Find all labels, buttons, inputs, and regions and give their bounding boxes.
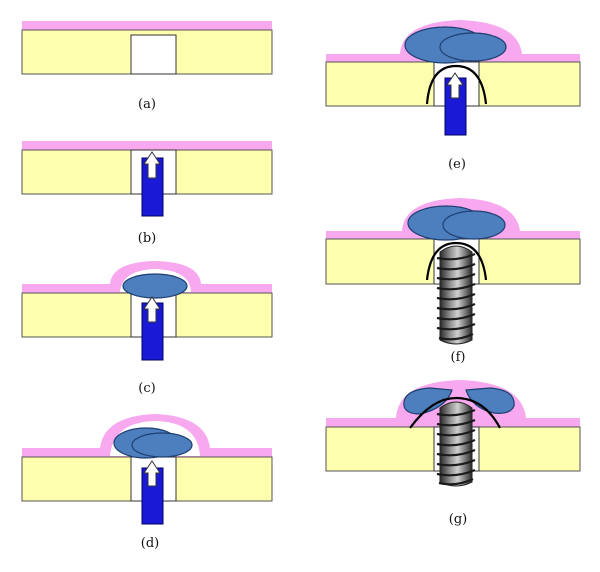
panel-label-c: (c) [138, 381, 155, 396]
panel-d: (d) [21, 414, 273, 551]
dental-implant [436, 245, 476, 345]
osteotome-arrow [446, 72, 464, 99]
membrane-layer [22, 141, 272, 151]
panel-label-e: (e) [448, 157, 466, 172]
bone-graft [465, 387, 515, 414]
bone-graft [403, 387, 453, 415]
panel-g: (g) [325, 380, 581, 527]
panel-f: (f) [325, 198, 581, 365]
panel-b: (b) [21, 141, 273, 246]
panel-e: (e) [325, 20, 581, 172]
panel-label-d: (d) [141, 536, 159, 551]
osteotome-arrow [143, 296, 161, 323]
bone-graft [131, 432, 193, 458]
osteotomy-hole [130, 34, 177, 75]
osteotome-arrow [143, 151, 161, 179]
bone-graft [122, 273, 188, 299]
panel-label-a: (a) [138, 97, 156, 112]
panel-label-f: (f) [451, 350, 466, 365]
membrane-layer [22, 21, 272, 31]
bone-graft [442, 210, 506, 240]
panel-label-g: (g) [449, 512, 467, 527]
panel-c: (c) [21, 261, 273, 396]
lifted-membrane-line [425, 64, 488, 105]
panel-a: (a) [21, 21, 273, 112]
bone-graft [439, 32, 507, 62]
dental-implant [436, 401, 476, 487]
lifted-membrane-line [409, 396, 501, 429]
lifted-membrane-line [425, 241, 488, 281]
osteotome-arrow [143, 460, 161, 487]
panel-label-b: (b) [138, 231, 156, 246]
